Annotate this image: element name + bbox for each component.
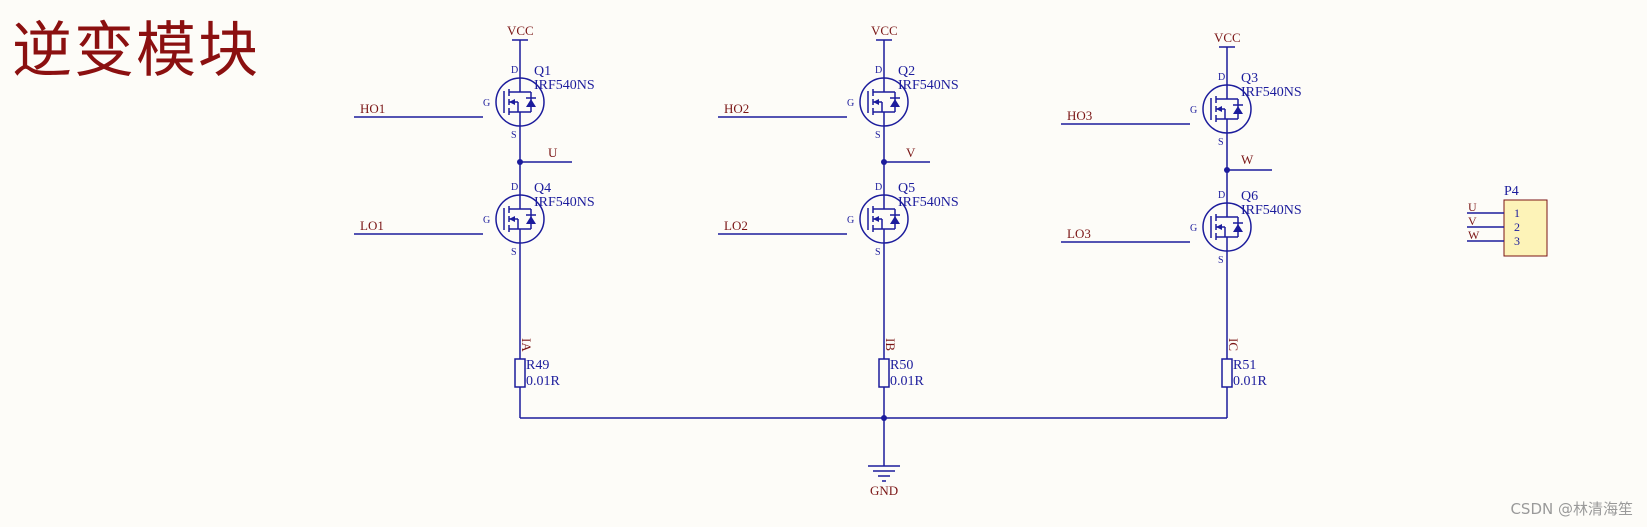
- pin-d-label: D: [1218, 72, 1225, 83]
- pin-g-label: G: [847, 215, 854, 226]
- pin-d-label: D: [875, 182, 882, 193]
- body-arrow: [873, 216, 879, 222]
- mosfet-ref: Q4: [534, 181, 551, 196]
- phase-net-label: V: [906, 145, 916, 160]
- connector-pin-number: 1: [1514, 206, 1520, 220]
- mosfet-part: IRF540NS: [898, 195, 959, 210]
- connector-p4: P4 1 U 2 V 3 W: [1467, 184, 1548, 257]
- mosfet-part: IRF540NS: [534, 195, 595, 210]
- mosfet-part: IRF540NS: [534, 78, 595, 93]
- mosfet-ref: Q2: [898, 64, 915, 79]
- pin-s-label: S: [875, 247, 881, 258]
- mosfet-ref: Q5: [898, 181, 915, 196]
- pin-d-label: D: [511, 65, 518, 76]
- vcc-label: VCC: [507, 23, 534, 38]
- current-label-ia: IA: [519, 338, 534, 352]
- resistor-value: 0.01R: [890, 374, 925, 389]
- gate-net-label: LO1: [360, 218, 384, 233]
- vcc-label: VCC: [1214, 30, 1241, 45]
- pin-s-label: S: [511, 247, 517, 258]
- pin-g-label: G: [1190, 223, 1197, 234]
- resistor-ref: R49: [526, 358, 549, 373]
- diode-triangle: [526, 216, 536, 224]
- mosfet-ref: Q1: [534, 64, 551, 79]
- diode-triangle: [1233, 106, 1243, 114]
- resistor-ref: R51: [1233, 358, 1256, 373]
- body-arrow: [509, 99, 515, 105]
- connector-pin-net: W: [1468, 228, 1480, 242]
- resistor-ref: R50: [890, 358, 913, 373]
- body-arrow: [1216, 224, 1222, 230]
- pin-s-label: S: [511, 130, 517, 141]
- current-label-ic: IC: [1226, 338, 1241, 351]
- pin-g-label: G: [847, 98, 854, 109]
- pin-g-label: G: [483, 98, 490, 109]
- connector-ref: P4: [1504, 184, 1519, 199]
- diode-triangle: [890, 216, 900, 224]
- body-arrow: [873, 99, 879, 105]
- connector-pin-number: 3: [1514, 234, 1520, 248]
- diode-triangle: [526, 99, 536, 107]
- pin-s-label: S: [875, 130, 881, 141]
- current-label-ib: IB: [883, 338, 898, 351]
- pin-s-label: S: [1218, 137, 1224, 148]
- diode-triangle: [890, 99, 900, 107]
- connector-pin-number: 2: [1514, 220, 1520, 234]
- gate-net-label: LO3: [1067, 226, 1091, 241]
- resistor-value: 0.01R: [1233, 374, 1268, 389]
- watermark: CSDN @林清海笙: [1510, 500, 1633, 518]
- module-title: 逆变模块: [12, 16, 260, 86]
- gate-net-label: HO2: [724, 101, 749, 116]
- vcc-label: VCC: [871, 23, 898, 38]
- mosfet-ref: Q3: [1241, 71, 1258, 86]
- diode-triangle: [1233, 224, 1243, 232]
- resistor-r50: [878, 358, 890, 388]
- resistor-r49: [514, 358, 526, 388]
- connector-pin-net: V: [1468, 214, 1477, 228]
- pin-d-label: D: [1218, 190, 1225, 201]
- gnd-label: GND: [870, 483, 898, 498]
- gate-net-label: HO3: [1067, 108, 1092, 123]
- body-arrow: [1216, 106, 1222, 112]
- gate-net-label: LO2: [724, 218, 748, 233]
- connector-pin-net: U: [1468, 200, 1477, 214]
- mosfet-ref: Q6: [1241, 189, 1258, 204]
- gate-net-label: HO1: [360, 101, 385, 116]
- mosfet-part: IRF540NS: [898, 78, 959, 93]
- pin-d-label: D: [511, 182, 518, 193]
- pin-g-label: G: [483, 215, 490, 226]
- resistor-value: 0.01R: [526, 374, 561, 389]
- resistor-r51: [1221, 358, 1233, 388]
- pin-s-label: S: [1218, 255, 1224, 266]
- connector-body: [1503, 199, 1548, 257]
- mosfet-part: IRF540NS: [1241, 85, 1302, 100]
- pin-d-label: D: [875, 65, 882, 76]
- pin-g-label: G: [1190, 105, 1197, 116]
- mosfet-part: IRF540NS: [1241, 203, 1302, 218]
- phase-net-label: U: [548, 145, 558, 160]
- body-arrow: [509, 216, 515, 222]
- phase-net-label: W: [1241, 152, 1254, 167]
